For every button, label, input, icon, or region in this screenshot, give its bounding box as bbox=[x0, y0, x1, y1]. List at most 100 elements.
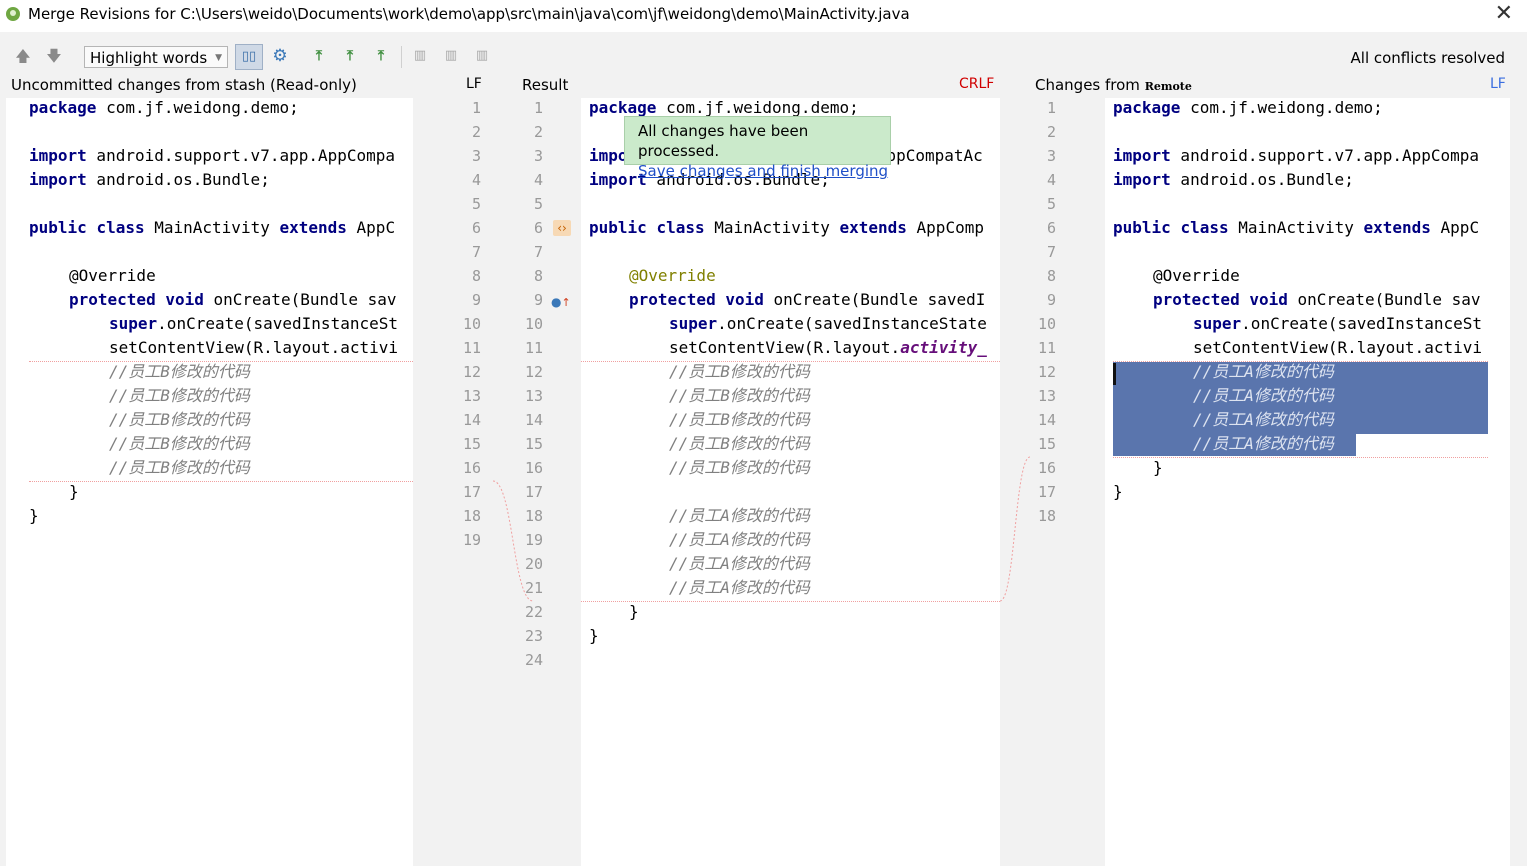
line-number: 7 bbox=[533, 243, 543, 261]
code-line: import android.os.Bundle; bbox=[589, 170, 830, 189]
code-line: //员工A修改的代码 bbox=[669, 506, 810, 525]
code-line: @Override bbox=[69, 266, 156, 285]
text-caret bbox=[1113, 363, 1116, 385]
code-line: import android.support.v7.app.AppCompa bbox=[29, 146, 396, 165]
gear-icon[interactable]: ⚙ bbox=[272, 46, 288, 66]
code-line: //员工A修改的代码 bbox=[669, 578, 810, 597]
code-line: setContentView(R.layout.activi bbox=[109, 338, 398, 357]
title-bar: Merge Revisions for C:\Users\weido\Docum… bbox=[0, 0, 1527, 32]
line-number: 3 bbox=[1046, 147, 1056, 165]
side-by-side-toggle-icon[interactable]: ▯▯ bbox=[235, 44, 263, 70]
line-number: 6 bbox=[471, 219, 481, 237]
line-number: 14 bbox=[1037, 411, 1056, 429]
code-line: @Override bbox=[629, 266, 716, 285]
code-line: @Override bbox=[1153, 266, 1240, 285]
line-number: 14 bbox=[524, 411, 543, 429]
line-number: 21 bbox=[524, 579, 543, 597]
code-line: package com.jf.weidong.demo; bbox=[589, 98, 859, 117]
code-line: protected void onCreate(Bundle sav bbox=[1153, 290, 1481, 309]
line-number: 11 bbox=[462, 339, 481, 357]
code-line: //员工B修改的代码 bbox=[109, 410, 250, 429]
right-editor[interactable]: package com.jf.weidong.demo; import andr… bbox=[1105, 98, 1510, 866]
center-panel-title: Result bbox=[522, 76, 569, 94]
line-number: 16 bbox=[524, 459, 543, 477]
arrow-down-icon[interactable]: 🡇 bbox=[46, 47, 62, 65]
window-title: Merge Revisions for C:\Users\weido\Docum… bbox=[28, 5, 910, 23]
line-number: 17 bbox=[524, 483, 543, 501]
code-line: public class MainActivity extends AppCom… bbox=[589, 218, 984, 237]
line-number: 23 bbox=[524, 627, 543, 645]
code-line: } bbox=[629, 602, 639, 621]
line-number: 16 bbox=[462, 459, 481, 477]
right-encoding[interactable]: LF bbox=[1490, 76, 1506, 92]
accept-right-icon[interactable]: ▥ bbox=[475, 48, 489, 63]
arrow-up-icon[interactable]: 🡅 bbox=[15, 47, 31, 65]
line-number: 19 bbox=[524, 531, 543, 549]
line-number: 9 bbox=[1046, 291, 1056, 309]
code-line: } bbox=[1153, 458, 1163, 477]
merge-complete-tooltip: All changes have been processed. Save ch… bbox=[624, 116, 891, 180]
code-line: super.onCreate(savedInstanceState bbox=[669, 314, 987, 333]
code-line: //员工A修改的代码 bbox=[669, 530, 810, 549]
code-line: //员工B修改的代码 bbox=[109, 362, 250, 381]
code-line: //员工A修改的代码 bbox=[669, 554, 810, 573]
selection-highlight bbox=[1113, 434, 1356, 456]
vertical-scrollbar[interactable] bbox=[1510, 98, 1527, 866]
line-number: 17 bbox=[462, 483, 481, 501]
code-line: import android.os.Bundle; bbox=[1113, 170, 1354, 189]
code-line: protected void onCreate(Bundle sav bbox=[69, 290, 397, 309]
line-number: 6 bbox=[533, 219, 543, 237]
code-line: super.onCreate(savedInstanceSt bbox=[109, 314, 398, 333]
code-line: //员工A修改的代码 bbox=[1193, 386, 1334, 405]
line-number: 4 bbox=[1046, 171, 1056, 189]
line-number: 22 bbox=[524, 603, 543, 621]
line-number: 7 bbox=[1046, 243, 1056, 261]
code-line: super.onCreate(savedInstanceSt bbox=[1193, 314, 1482, 333]
line-number: 2 bbox=[471, 123, 481, 141]
code-line: //员工B修改的代码 bbox=[669, 434, 810, 453]
left-encoding[interactable]: LF bbox=[466, 76, 482, 92]
line-number: 7 bbox=[471, 243, 481, 261]
accept-both-icon[interactable]: ▥ bbox=[444, 48, 458, 63]
code-line: import android.support.v7.app.AppCompa bbox=[1113, 146, 1480, 165]
accept-left-icon[interactable]: ▥ bbox=[413, 48, 427, 63]
line-number: 12 bbox=[1037, 363, 1056, 381]
close-icon[interactable]: ✕ bbox=[1494, 1, 1513, 26]
apply-non-conflicting-icon[interactable]: ⤒ bbox=[346, 48, 354, 64]
apply-right-icon[interactable]: ⤒ bbox=[377, 48, 385, 64]
code-line: } bbox=[1113, 482, 1123, 501]
center-encoding[interactable]: CRLF bbox=[959, 76, 995, 92]
apply-left-icon[interactable]: ⤒ bbox=[315, 48, 323, 64]
merge-conflict-icon[interactable]: ‹› bbox=[553, 220, 571, 236]
line-number: 2 bbox=[1046, 123, 1056, 141]
line-number: 13 bbox=[1037, 387, 1056, 405]
highlight-mode-dropdown[interactable]: Highlight words ▼ bbox=[84, 46, 228, 68]
code-line: //员工B修改的代码 bbox=[109, 434, 250, 453]
change-divider bbox=[1113, 361, 1488, 362]
code-line: protected void onCreate(Bundle savedI bbox=[629, 290, 986, 309]
code-line: setContentView(R.layout.activity_ bbox=[669, 338, 987, 357]
line-number: 10 bbox=[462, 315, 481, 333]
change-connector bbox=[1000, 456, 1031, 602]
line-number: 13 bbox=[462, 387, 481, 405]
line-number: 12 bbox=[524, 363, 543, 381]
selection-highlight bbox=[1113, 362, 1488, 434]
line-number: 15 bbox=[462, 435, 481, 453]
code-line: } bbox=[29, 506, 39, 525]
line-number: 20 bbox=[524, 555, 543, 573]
code-line: import android.os.Bundle; bbox=[29, 170, 270, 189]
change-divider bbox=[1113, 457, 1488, 458]
save-and-finish-link[interactable]: Save changes and finish merging bbox=[638, 162, 889, 180]
line-number: 9 bbox=[533, 291, 543, 309]
override-icon[interactable]: ●↑ bbox=[551, 295, 571, 309]
left-editor[interactable]: package com.jf.weidong.demo; import andr… bbox=[6, 98, 413, 866]
line-number: 15 bbox=[524, 435, 543, 453]
code-line: //员工B修改的代码 bbox=[109, 458, 250, 477]
line-number: 24 bbox=[524, 651, 543, 669]
line-number: 15 bbox=[1037, 435, 1056, 453]
line-number: 8 bbox=[471, 267, 481, 285]
right-panel-title-suffix: Remote bbox=[1144, 80, 1192, 93]
code-line: package com.jf.weidong.demo; bbox=[29, 98, 299, 117]
code-line: public class MainActivity extends AppC bbox=[1113, 218, 1480, 237]
